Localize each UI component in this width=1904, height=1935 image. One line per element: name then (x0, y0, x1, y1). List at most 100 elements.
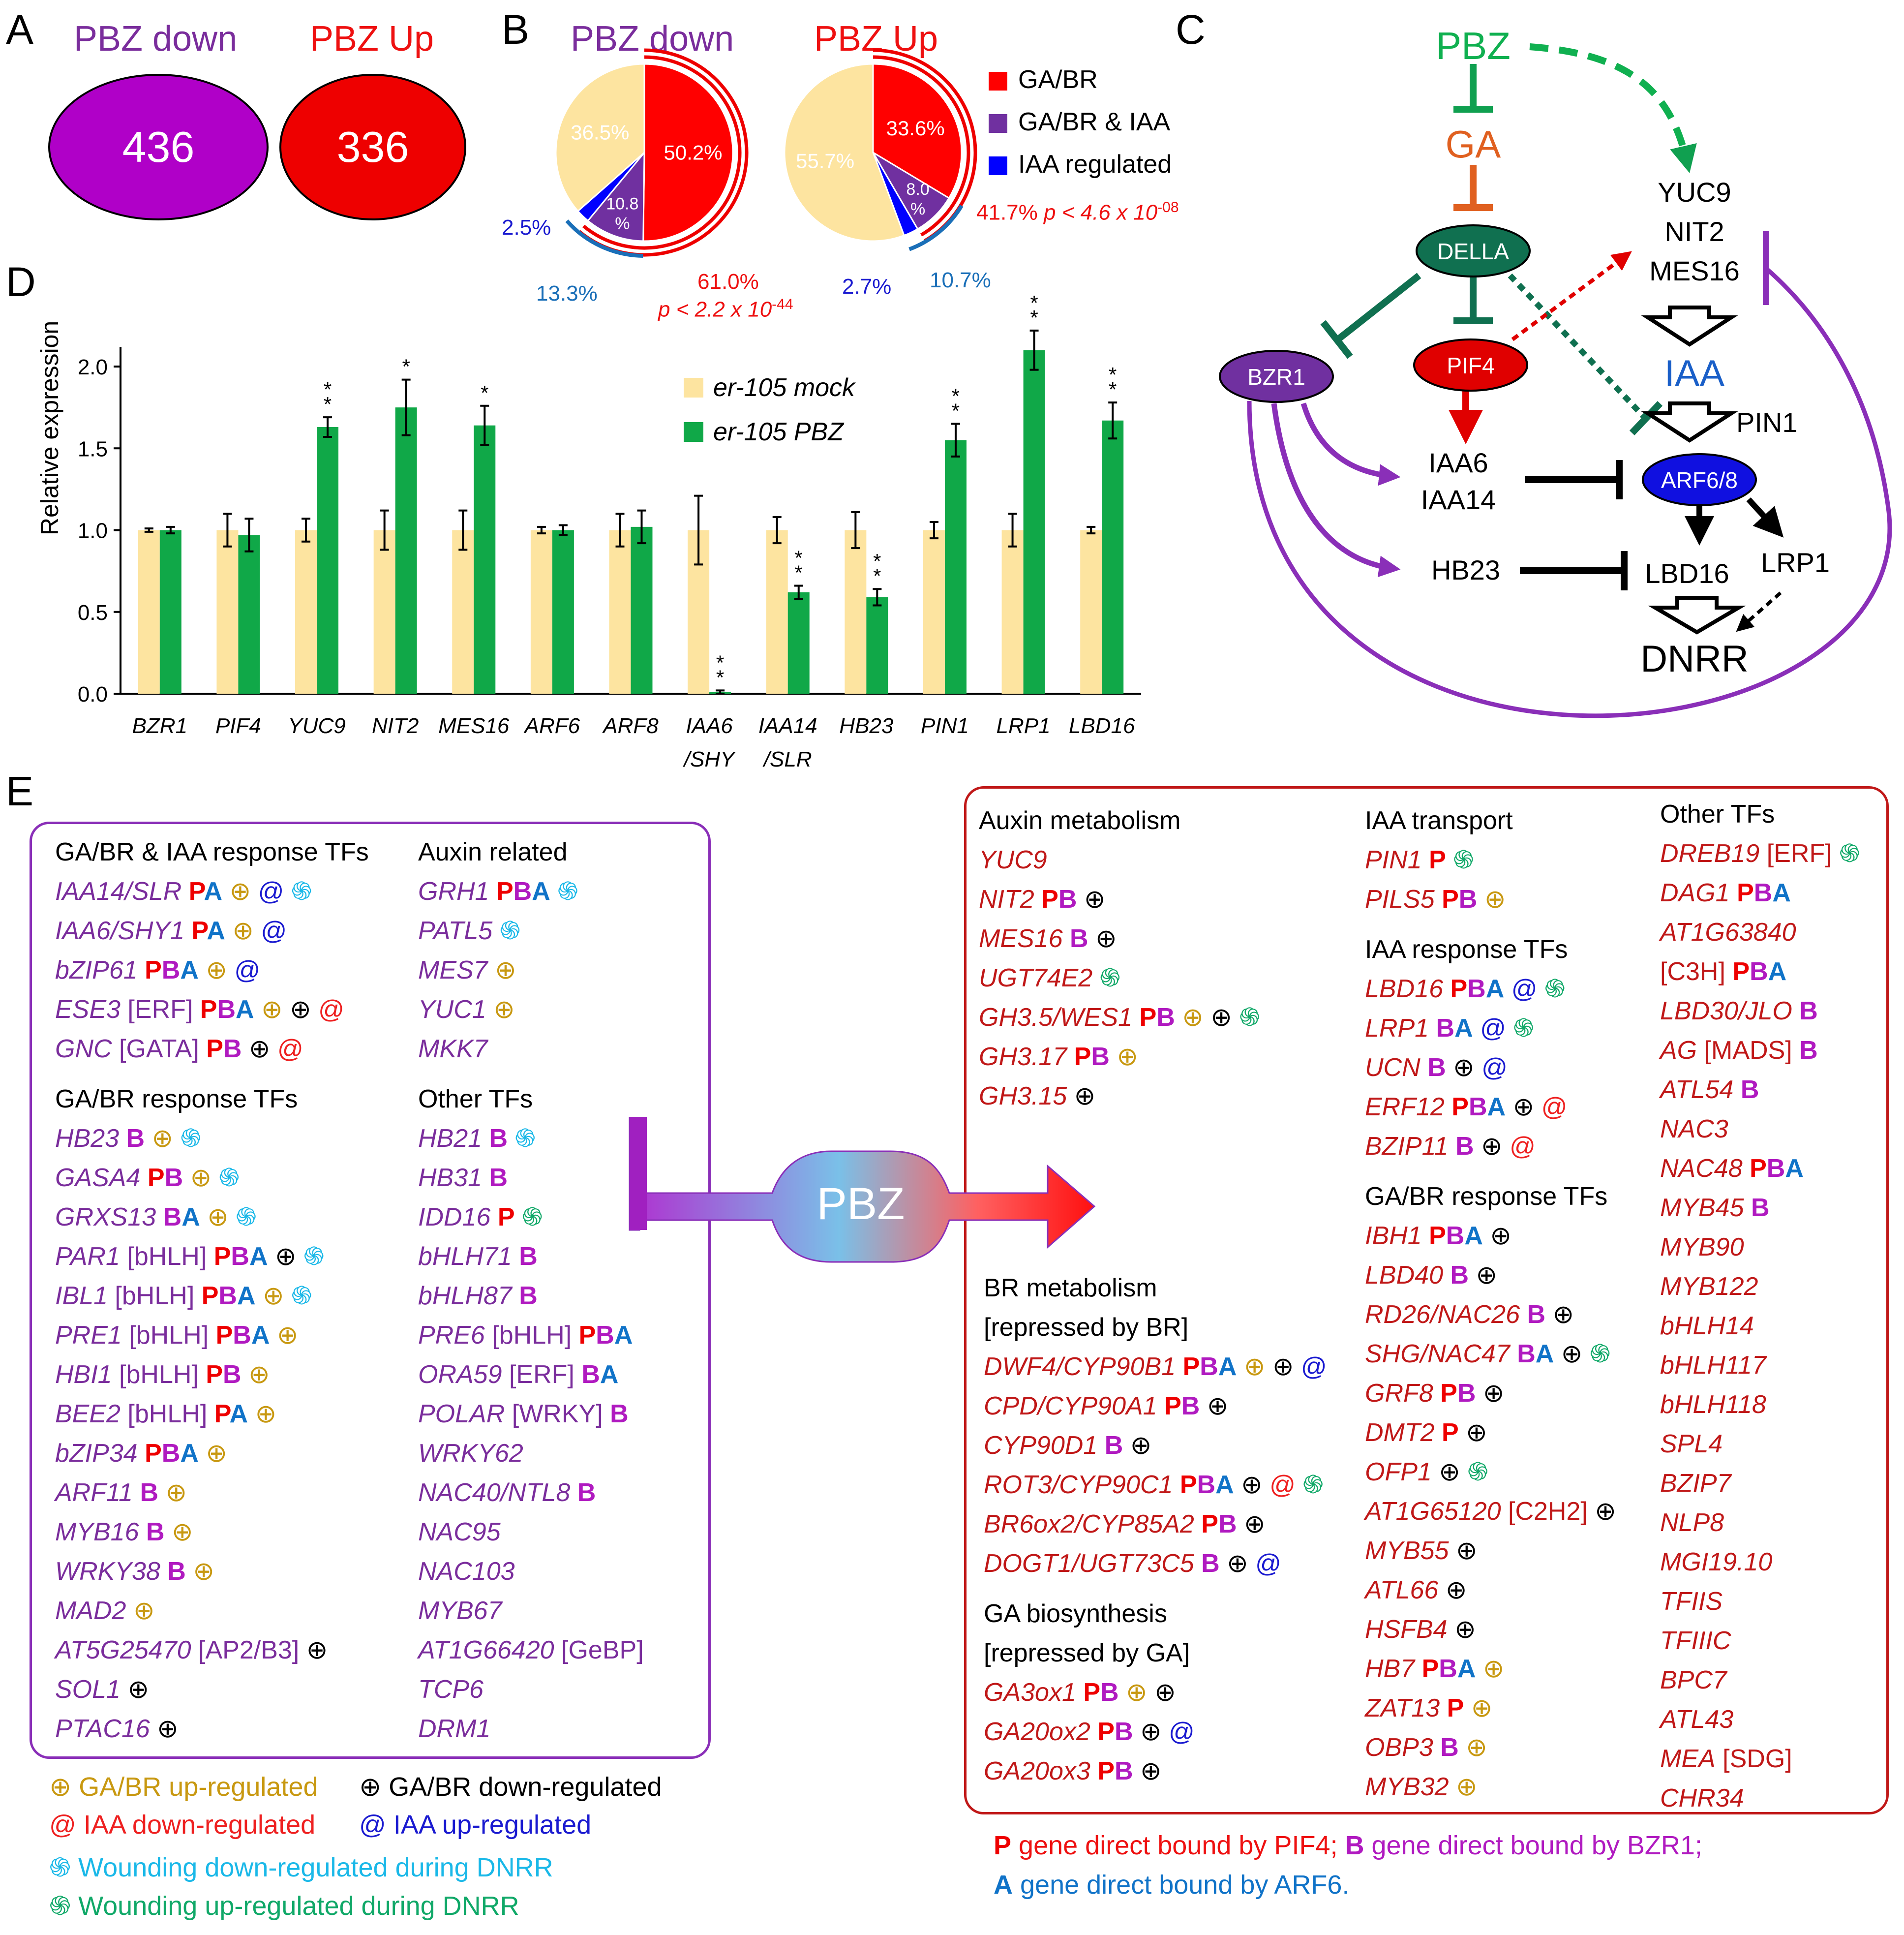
binding-tags: B (1070, 924, 1088, 953)
wounding-icon: ֍ (1099, 964, 1121, 992)
node-yuc9: YUC9 (1658, 177, 1731, 208)
node-ga: GA (1446, 123, 1501, 166)
gene-name: LBD30/JLO (1660, 997, 1792, 1025)
binding-tag-b: B (223, 1360, 242, 1389)
bar-0-5 (530, 530, 552, 694)
binding-tags: B (1455, 1132, 1474, 1161)
binding-tag-b: B (1439, 1655, 1457, 1683)
binding-tag-b: B (1100, 1678, 1119, 1707)
x-tick-label-10-0: PIN1 (921, 714, 969, 738)
gene-row: PIN1 P ֍ (1365, 840, 1616, 880)
ga-br-circle-plus-icon: ⊕ (1481, 1132, 1510, 1161)
gene-name: bZIP34 (55, 1439, 138, 1468)
binding-tag-b: B (1468, 1093, 1487, 1121)
gene-family: [C3H] (1660, 957, 1733, 986)
bar-0-8 (766, 530, 788, 694)
category-heading-text: GA biosynthesis (984, 1599, 1167, 1628)
gene-row: OBP3 B ⊕ (1365, 1728, 1616, 1767)
gene-name: YUC9 (979, 846, 1047, 874)
category-heading-text: [repressed by BR] (984, 1313, 1189, 1342)
binding-tag-p: P (1429, 846, 1446, 874)
pie-up-slice-1 (872, 152, 950, 230)
ga-br-circle-plus-icon: ⊕ (206, 956, 235, 984)
gene-name: NAC3 (1660, 1115, 1728, 1143)
bar-0-10 (923, 530, 945, 694)
bar-legend: er-105 mock er-105 PBZ (684, 373, 856, 446)
gene-family: [ERF] (120, 995, 200, 1024)
gene-row: ATL54 B (1660, 1070, 1860, 1109)
binding-tag-p: P (145, 956, 162, 984)
gene-row: bZIP61 PBA ⊕ @ (55, 951, 369, 990)
binding-tag-b: B (489, 1164, 508, 1192)
binding-tag-a: A (207, 917, 225, 945)
binding-tag-b: B (1427, 1053, 1446, 1082)
gene-row: MYB55 ⊕ (1365, 1531, 1616, 1570)
gene-row: bHLH71 B (418, 1237, 644, 1276)
gene-row: MKK7 (418, 1029, 644, 1069)
pie-up-p-exp: -08 (1157, 199, 1179, 215)
binding-tags: BA (1517, 1340, 1554, 1368)
ga-br-circle-plus-icon: ⊕ (1243, 1510, 1266, 1538)
gene-row: IBL1 [bHLH] PBA ⊕ ֍ (55, 1276, 369, 1316)
binding-tag-b: B (519, 1282, 538, 1310)
legend-e-iup-label: IAA up-regulated (393, 1810, 592, 1840)
sig-1-12-0: * (1109, 378, 1117, 401)
gene-name: bHLH14 (1660, 1312, 1754, 1340)
category-heading-text: GA/BR response TFs (55, 1085, 298, 1113)
wounding-icon: ֍ (514, 1124, 536, 1153)
gene-name: HB21 (418, 1124, 483, 1153)
gene-name: MKK7 (418, 1035, 488, 1063)
binding-tags: BA (163, 1203, 200, 1231)
gene-row: bHLH14 (1660, 1306, 1860, 1346)
gene-row: [C3H] PBA (1660, 952, 1860, 991)
ga-br-circle-plus-icon: ⊕ (157, 1715, 179, 1743)
pie-down-bracket-label: 13.3% (536, 281, 598, 306)
binding-tags: PBA (579, 1321, 633, 1350)
sig-1-8-1: * (795, 547, 803, 570)
legend-e-wdn: ֍ Wounding down-regulated during DNRR (49, 1848, 553, 1884)
gene-name: bHLH118 (1660, 1390, 1766, 1419)
category-heading-text: BR metabolism (984, 1274, 1157, 1302)
sig-1-9-0: * (873, 564, 881, 587)
binding-tag-p: P (213, 1242, 231, 1271)
category-heading-text: GA/BR & IAA response TFs (55, 838, 369, 866)
bar-0-11 (1001, 530, 1024, 694)
iaa-at-icon: @ (1510, 1132, 1536, 1161)
gene-row: DREB19 [ERF] ֍ (1660, 834, 1860, 873)
binding-tag-p: P (1083, 1678, 1101, 1707)
binding-tag-p: P (1737, 879, 1754, 907)
gene-name: GH3.5/WES1 (979, 1003, 1133, 1032)
bar-1-0 (159, 530, 181, 694)
binding-tag-b: B (1740, 1075, 1759, 1104)
binding-tag-p: P (1041, 885, 1058, 914)
binding-tags: PB (1074, 1043, 1110, 1071)
binding-tag-b: B (1455, 1132, 1474, 1161)
gene-row: bHLH118 (1660, 1385, 1860, 1424)
pbz-down-ellipse: 436 (48, 74, 269, 220)
ga-br-circle-plus-icon: ⊕ (493, 995, 515, 1024)
gene-row: IDD16 P ֍ (418, 1198, 644, 1237)
node-hb23: HB23 (1431, 554, 1500, 585)
ga-br-circle-plus-icon: ⊕ (1227, 1549, 1256, 1578)
gene-row: PRE1 [bHLH] PBA ⊕ (55, 1316, 369, 1355)
wounding-icon: ֍ (557, 877, 578, 906)
binding-tag-b: B (1197, 1471, 1216, 1499)
pbz-to-yuc9-arrow (1529, 43, 1697, 173)
panel-label-e: E (6, 768, 34, 814)
binding-tag-b: B (1436, 1014, 1455, 1043)
legend-e-p-text: gene direct bound by PIF4; (1019, 1831, 1338, 1860)
binding-tag-b: B (1114, 1757, 1133, 1785)
ga-br-circle-plus-icon: ⊕ (306, 1636, 328, 1664)
binding-tag-b: B (1527, 1300, 1546, 1329)
gene-row: BZIP7 (1660, 1464, 1860, 1503)
legend-label-iaa: IAA regulated (1018, 150, 1172, 179)
legend-label-ga-br-iaa: GA/BR & IAA (1018, 108, 1171, 136)
binding-tags: PB (1442, 885, 1477, 914)
spacer (1365, 1166, 1616, 1177)
gene-name: TCP6 (418, 1675, 484, 1704)
gene-row: YUC1 ⊕ (418, 990, 644, 1029)
binding-tags: B (489, 1124, 508, 1153)
iaa-at-icon: @ (277, 1035, 303, 1063)
legend-label-mock: er-105 mock (713, 373, 856, 402)
gene-name: MYB32 (1365, 1773, 1449, 1801)
